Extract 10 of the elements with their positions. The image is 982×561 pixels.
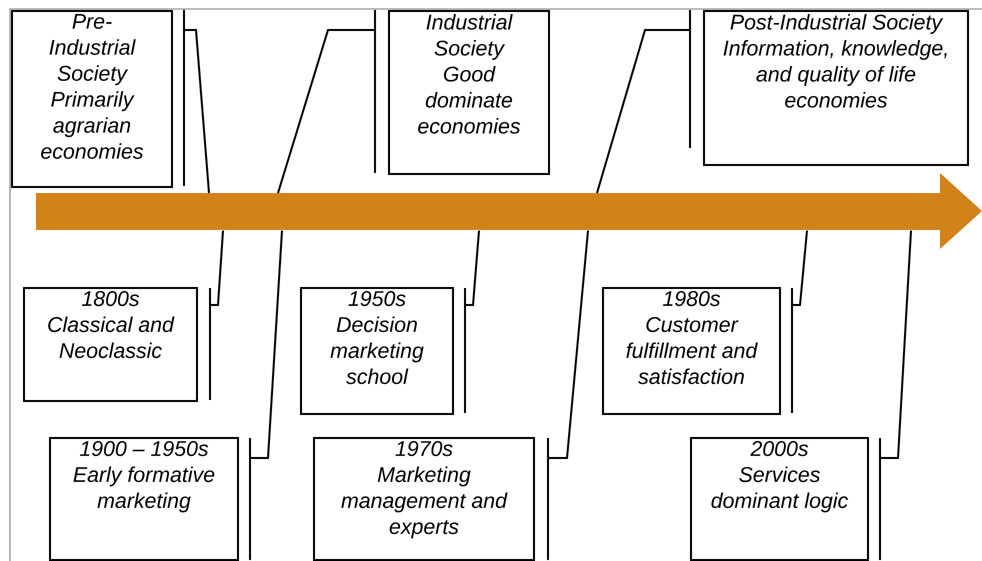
callout-box: Post-Industrial Society Information, knowledge, and quality of life economies: [703, 10, 969, 166]
timeline-arrow: [36, 173, 982, 249]
callout-box: Pre-Industrial Society Primarily agrarian economies: [11, 10, 173, 188]
callout-box: 1980s Customer fulfillment and satisfaction: [602, 287, 781, 415]
callout-box: 1800s Classical and Neoclassic: [23, 287, 198, 402]
callout-box: 1950s Decision marketing school: [300, 287, 454, 415]
callout-box: 1900 – 1950s Early formative marketing: [49, 437, 239, 561]
callout-box: 1970s Marketing management and experts: [313, 437, 535, 561]
callout-box: 2000s Services dominant logic: [690, 437, 869, 561]
callout-box: Industrial Society Good dominate economies: [388, 10, 550, 175]
